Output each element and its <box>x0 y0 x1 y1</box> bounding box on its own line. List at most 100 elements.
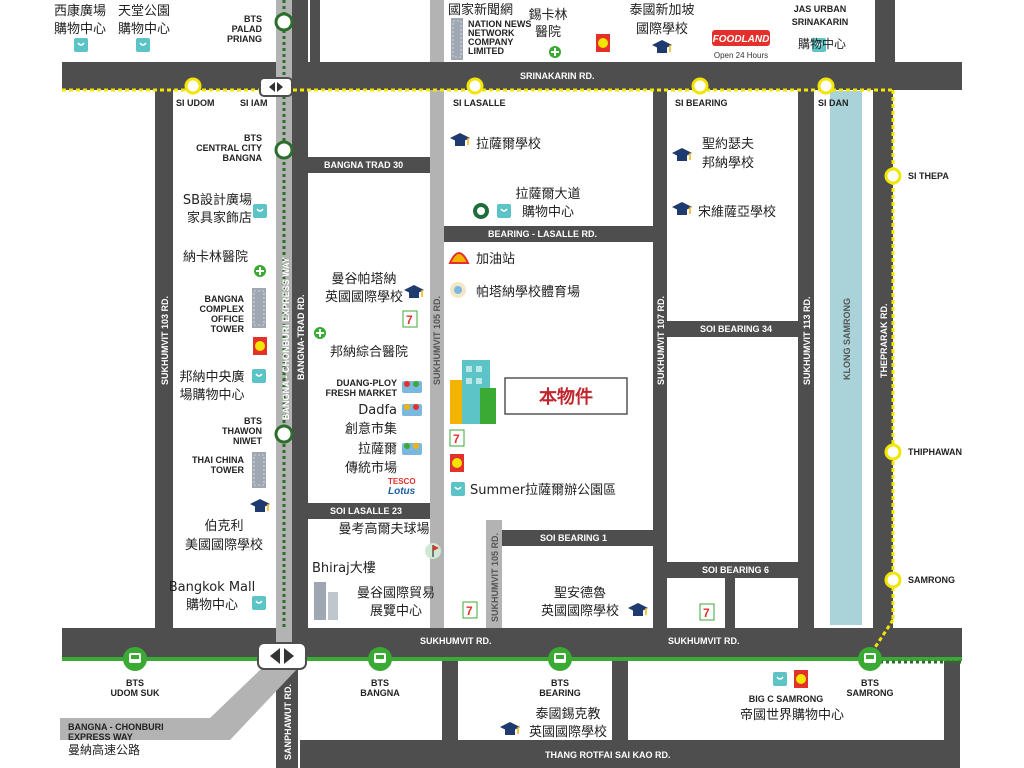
station-si-thepa-marker[interactable] <box>884 167 902 185</box>
property-label-box[interactable] <box>504 377 628 415</box>
seven-eleven-icon: 7 <box>402 310 418 328</box>
label-lasalle-market: 拉薩爾傳統市場 <box>345 442 397 476</box>
label-summer-lasalle: Summer拉薩爾辦公園區 <box>470 483 616 498</box>
sukhumvit-105-lower-road <box>486 520 502 630</box>
label-samrong-yellow: SAMRONG <box>908 575 955 585</box>
station-udom-suk-marker[interactable] <box>123 647 147 671</box>
property-building-icon[interactable] <box>450 360 496 424</box>
label-si-thepa: SI THEPA <box>908 171 949 181</box>
label-seacon-square-text: 西康廣場購物中心 <box>54 3 106 37</box>
foodland-hours: Open 24 Hours <box>714 51 768 60</box>
label-sikarin-hospital-text: 錫卡林醫院 <box>528 8 567 40</box>
yellow-line-stations <box>184 77 902 589</box>
label-expressway-en-2: EXPRESS WAY <box>68 732 133 742</box>
label-bearing-lasalle: BEARING - LASALLE RD. <box>488 229 597 239</box>
market-basket-icon <box>402 404 422 416</box>
lotus-logo-text: Lotus <box>388 486 416 497</box>
label-sikkhakhom-school: 泰國錫克教英國國際學校 <box>529 706 607 740</box>
sukhumvit-103-road <box>155 90 173 628</box>
station-samrong-marker[interactable] <box>858 647 882 671</box>
shopping-bag-icon <box>252 369 266 383</box>
big-c-icon <box>596 34 610 52</box>
label-bangkok-patana: 曼谷帕塔納英國國際學校 <box>325 272 403 305</box>
label-bangna-central-text: 邦納中央廣場購物中心 <box>179 370 244 403</box>
label-bitec: 曼谷國際貿易展覽中心 <box>357 586 435 619</box>
svg-text:FOODLAND: FOODLAND <box>713 34 770 45</box>
label-sukhumvit-rd-right: SUKHUMVIT RD. <box>668 636 740 646</box>
station-bearing-marker[interactable] <box>548 647 572 671</box>
hospital-cross-icon <box>314 327 326 339</box>
hospital-cross-icon <box>254 265 266 277</box>
label-thang-rotfai: THANG ROTFAI SAI KAO RD. <box>545 750 671 760</box>
label-si-lasalle: SI LASALLE <box>453 98 506 108</box>
school-cap-icon <box>250 499 270 512</box>
svg-text:7: 7 <box>406 313 413 327</box>
label-sukhumvit-103: SUKHUMVIT 103 RD. <box>160 296 170 385</box>
label-soi-lasalle-23: SOI LASALLE 23 <box>330 506 402 516</box>
label-berkeley-school: 伯克利美國國際學校 <box>185 519 263 553</box>
svg-text:7: 7 <box>453 432 460 446</box>
sukhumvit-107-road <box>653 90 667 628</box>
interchange-udom-suk[interactable] <box>257 642 307 670</box>
shell-gas-icon <box>448 252 470 264</box>
station-thawon-niwet-marker[interactable] <box>274 424 294 444</box>
station-si-lasalle-marker[interactable] <box>466 77 484 95</box>
school-cap-icon <box>672 148 692 161</box>
label-seacon-square: 西康廣場購物中心 <box>54 3 106 37</box>
station-si-dan-marker[interactable] <box>817 77 835 95</box>
big-c-icon <box>450 454 464 472</box>
tesco-logo-text: TESCO <box>388 477 416 486</box>
sukhumvit-113-road <box>798 90 814 628</box>
expressway-ramp <box>60 668 298 740</box>
soi-bearing-6-road <box>667 562 798 578</box>
station-si-bearing-marker[interactable] <box>691 77 709 95</box>
starbucks-icon <box>473 203 489 219</box>
school-cap-icon <box>500 722 520 735</box>
station-thiphawan-marker[interactable] <box>884 443 902 461</box>
label-st-joseph: 聖約瑟夫邦納學校 <box>702 137 754 171</box>
bearing-lasalle-road <box>444 226 653 242</box>
label-bangna-hospital: 邦納綜合醫院 <box>330 345 408 360</box>
seven-eleven-icon: 7 <box>449 429 465 447</box>
bangna-trad-30-road <box>308 157 430 173</box>
station-palad-priang-marker[interactable] <box>274 12 294 32</box>
sukhumvit-road <box>62 628 962 660</box>
label-bangna-trad-rd: BANGNA-TRAD RD. <box>296 295 306 381</box>
label-berkeley-school-text: 伯克利美國國際學校 <box>185 519 263 553</box>
label-nation-news-zh: 國家新聞網 <box>448 2 513 18</box>
market-basket-icon <box>402 381 422 393</box>
label-soi-bearing-1: SOI BEARING 1 <box>540 533 607 543</box>
label-expressway-zh: 曼納高速公路 <box>68 742 140 757</box>
station-samrong-yellow-marker[interactable] <box>884 571 902 589</box>
sanphawut-road <box>276 660 298 768</box>
svg-text:7: 7 <box>703 606 710 620</box>
interchange-si-iam[interactable] <box>259 77 293 97</box>
shopping-bag-icon <box>451 482 465 496</box>
label-lasalle-market-text: 拉薩爾傳統市場 <box>345 442 397 476</box>
golf-flag-icon <box>425 543 441 559</box>
big-c-icon <box>253 337 267 355</box>
label-gas-station: 加油站 <box>476 252 515 267</box>
soi-bearing-34-road <box>667 321 798 337</box>
label-sunvijai-school: 宋維薩亞學校 <box>698 204 776 220</box>
label-nakarin-hospital: 納卡林醫院 <box>183 250 248 265</box>
label-paradise-park: 天堂公園購物中心 <box>118 4 170 37</box>
station-bangna-marker[interactable] <box>368 647 392 671</box>
school-cap-icon <box>450 133 470 146</box>
office-building-icon <box>314 582 338 620</box>
station-si-udom-marker[interactable] <box>184 77 202 95</box>
station-central-city-marker[interactable] <box>274 140 294 160</box>
